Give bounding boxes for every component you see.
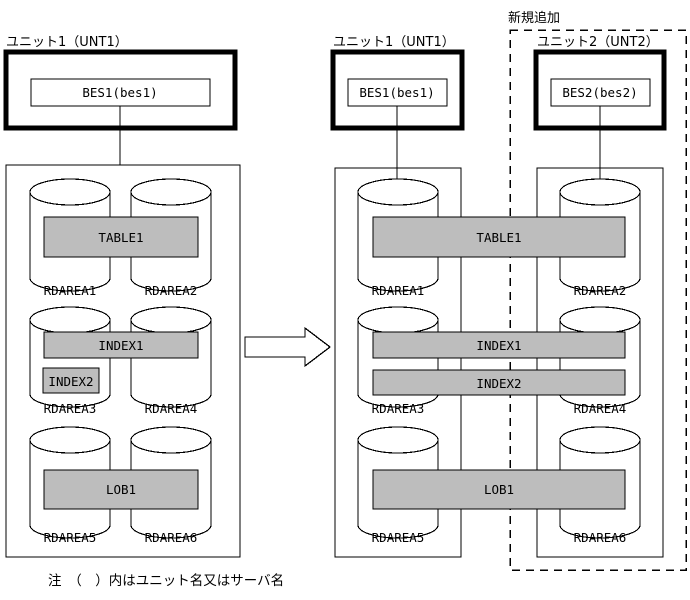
after-rdarea6-label: RDAREA6 (574, 530, 627, 545)
after-rdarea5-label: RDAREA5 (372, 530, 425, 545)
after-rdarea-container-unit1 (334, 167, 462, 558)
after-object-table1-label: TABLE1 (476, 230, 521, 245)
before-object-index2-label: INDEX2 (48, 374, 93, 389)
after-object-index2-label: INDEX2 (476, 376, 521, 391)
new-addition-label: 新規追加 (508, 10, 560, 26)
after-object-index2 (372, 369, 626, 396)
before-rdarea-container (5, 164, 241, 558)
before-object-index1-label: INDEX1 (98, 338, 143, 353)
after-unit1-server-box (347, 78, 448, 107)
before-object-table1-label: TABLE1 (98, 230, 143, 245)
after-rdarea1-label: RDAREA1 (372, 283, 425, 298)
footnote: 注 （ ）内はユニット名又はサーバ名 (48, 573, 284, 589)
before-rdarea5-label: RDAREA5 (44, 530, 97, 545)
before-rdarea1-label: RDAREA1 (44, 283, 97, 298)
new-addition-dashed-frame (509, 29, 687, 571)
before-object-index1 (43, 331, 199, 359)
before-rdarea6-label: RDAREA6 (145, 530, 198, 545)
before-object-table1 (43, 216, 199, 258)
before-object-index2 (42, 367, 100, 394)
after-rdarea4-label: RDAREA4 (574, 401, 627, 416)
after-object-table1 (372, 216, 626, 258)
after-object-lob1 (372, 469, 626, 510)
after-group: 新規追加 ユニット1（UNT1） ユニット2（UNT2） BES1(bes1) … (330, 10, 687, 571)
after-unit2-server-label: BES2(bes2) (562, 85, 637, 100)
before-object-lob1-label: LOB1 (106, 482, 136, 497)
after-rdarea2-label: RDAREA2 (574, 283, 627, 298)
before-rdarea2-label: RDAREA2 (145, 283, 198, 298)
after-unit2-caption: ユニット2（UNT2） (537, 35, 659, 50)
transition-arrow (244, 326, 332, 368)
after-object-lob1-label: LOB1 (484, 482, 514, 497)
before-rdarea4-label: RDAREA4 (145, 401, 198, 416)
before-object-lob1 (43, 469, 199, 510)
after-object-index1-label: INDEX1 (476, 338, 521, 353)
after-rdarea-container-unit2 (536, 167, 664, 558)
before-group: ユニット1（UNT1） BES1(bes1) TABLE1 RDAREA1 RD… (3, 35, 241, 558)
before-unit-caption: ユニット1（UNT1） (6, 35, 128, 50)
before-server-label: BES1(bes1) (82, 85, 157, 100)
after-rdarea3-label: RDAREA3 (372, 401, 425, 416)
after-unit1-caption: ユニット1（UNT1） (333, 35, 455, 50)
after-unit1-server-label: BES1(bes1) (359, 85, 434, 100)
after-object-index1 (372, 331, 626, 359)
before-rdarea3-label: RDAREA3 (44, 401, 97, 416)
